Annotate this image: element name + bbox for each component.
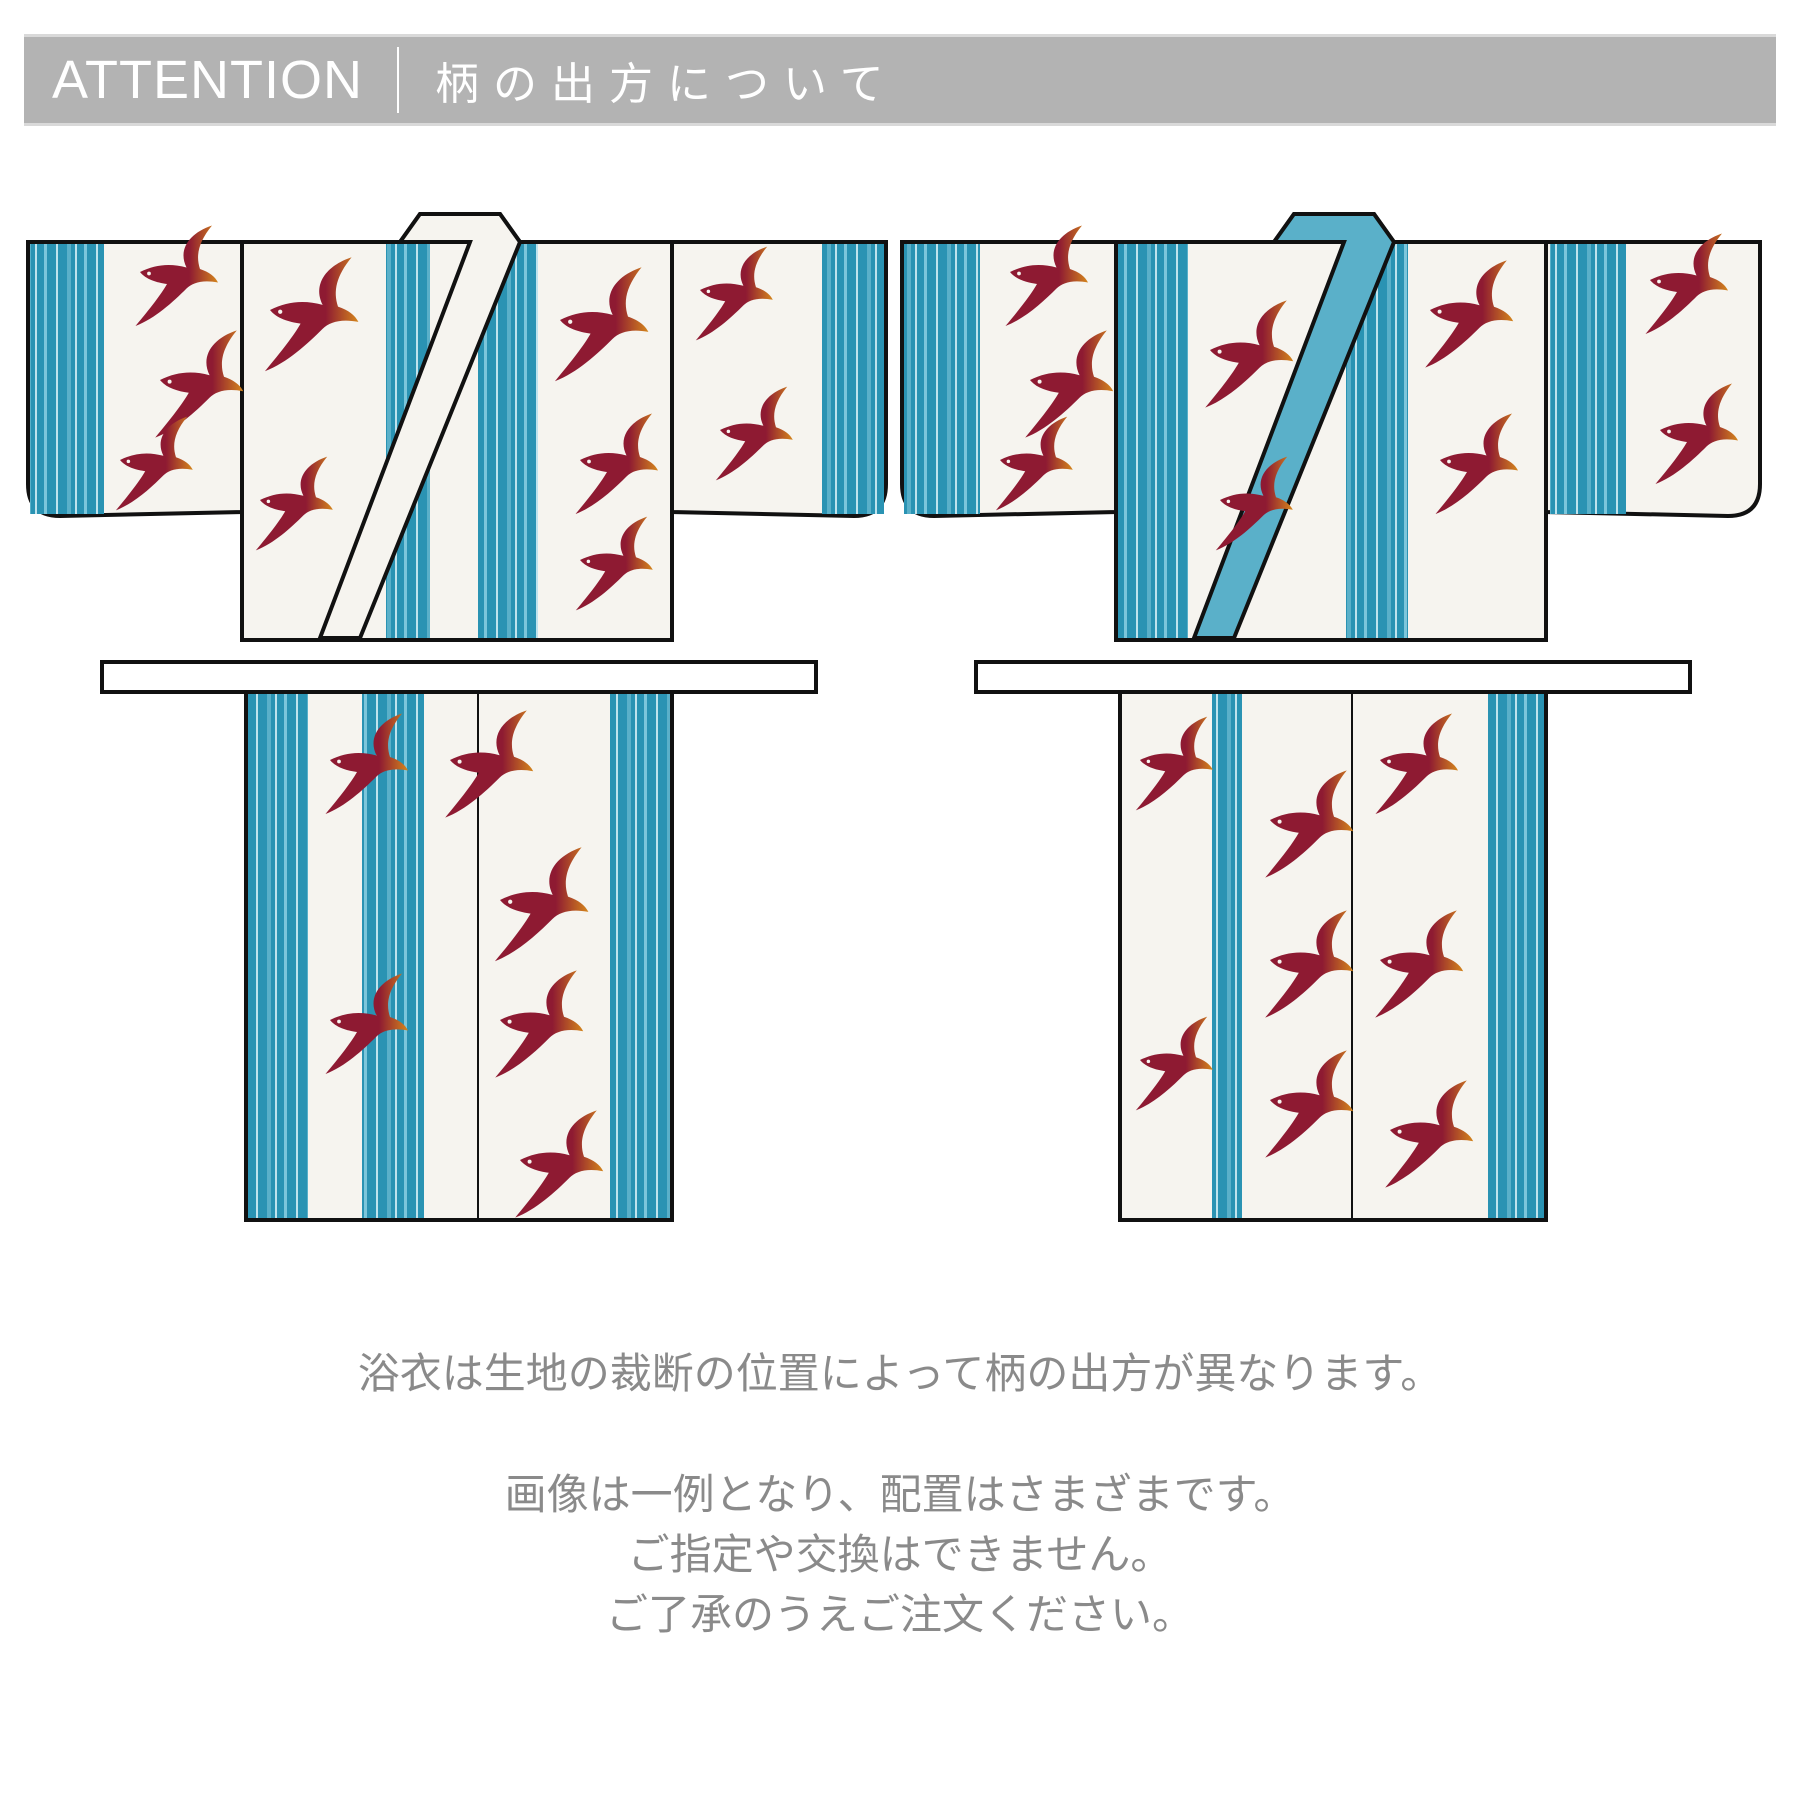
body-lower [244, 690, 674, 1222]
note-line-2: 画像は一例となり、配置はさまざまです。 [504, 1470, 1296, 1519]
note-line-3: ご指定や交換はできません。 [627, 1530, 1173, 1579]
banner-divider [396, 47, 399, 113]
banner-label: ATTENTION [52, 50, 363, 110]
attention-banner: ATTENTION 柄の出方について [24, 34, 1776, 126]
note-line-4: ご了承のうえご注文ください。 [605, 1590, 1194, 1639]
obi [100, 660, 818, 694]
banner-title: 柄の出方について [434, 59, 898, 110]
obi [974, 660, 1692, 694]
note-line-1: 浴衣は生地の裁断の位置によって柄の出方が異なります。 [357, 1349, 1443, 1398]
kimono-example-2 [900, 212, 1762, 1222]
notes: 浴衣は生地の裁断の位置によって柄の出方が異なります。 画像は一例となり、配置はさ… [0, 1340, 1800, 1645]
kimono-example-1 [26, 212, 888, 1222]
kimono-illustration [26, 212, 1762, 1222]
collar [317, 212, 523, 640]
